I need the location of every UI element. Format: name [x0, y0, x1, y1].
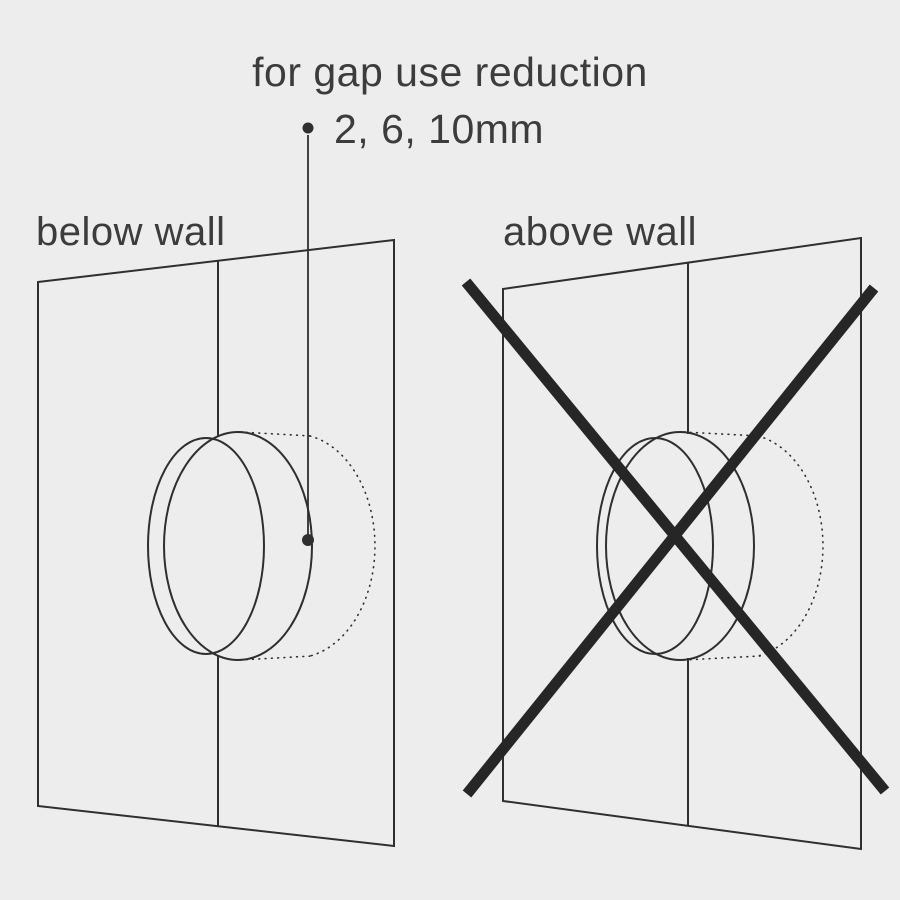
- knob-front-face: [147, 437, 265, 655]
- below-wall-diagram: [37, 238, 395, 848]
- above-wall-diagram: [461, 236, 890, 851]
- callout-title: for gap use reduction: [252, 49, 648, 95]
- callout-bullet-dot: [302, 122, 314, 134]
- cross-line-2: [462, 284, 879, 798]
- callout-target-dot: [302, 534, 314, 546]
- knob-body: [605, 431, 755, 661]
- cross-mark: [461, 278, 890, 798]
- callout-values: 2, 6, 10mm: [334, 106, 545, 152]
- gap-reduction-dotted-outline: [309, 435, 376, 657]
- gap-reduction-dotted-bottom: [683, 655, 761, 661]
- wall-plate-outline: [37, 238, 395, 848]
- gap-reduction-dotted-bottom: [239, 655, 313, 661]
- knob-body: [163, 431, 313, 661]
- wall-plate-outline: [502, 236, 862, 851]
- gap-reduction-dotted-outline: [757, 435, 824, 657]
- below-wall-label: below wall: [36, 210, 226, 254]
- above-wall-label: above wall: [503, 210, 698, 254]
- gap-reduction-dotted-top: [239, 431, 313, 437]
- gap-callout: [302, 122, 314, 546]
- gap-reduction-dotted-top: [683, 431, 761, 437]
